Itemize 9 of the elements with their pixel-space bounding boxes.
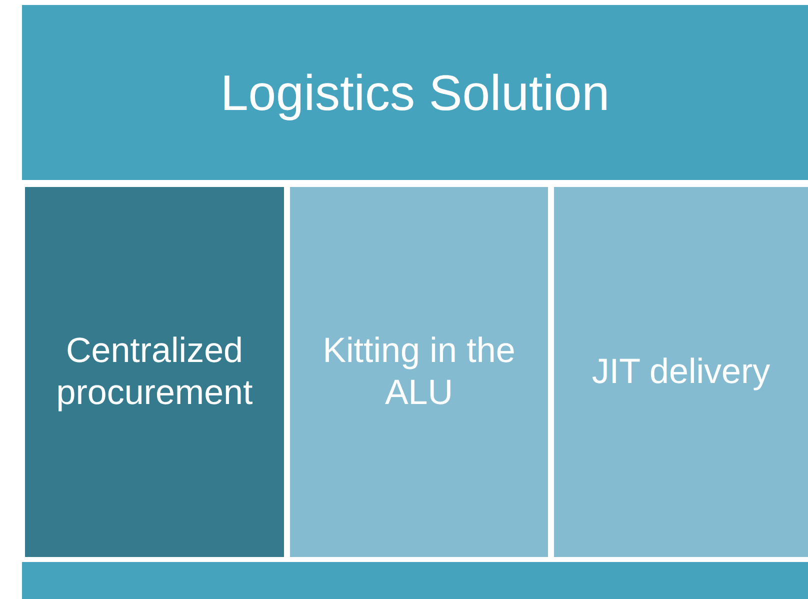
pillar-box [25, 187, 284, 557]
title-banner [22, 5, 808, 180]
banner-title: Logistics Solution [219, 64, 611, 122]
pillar-box [554, 187, 808, 557]
pillar-label: Centralized procurement [55, 330, 254, 414]
base-bar [22, 562, 808, 599]
pillar-label: Kitting in the ALU [322, 330, 516, 414]
pillar-label: JIT delivery [590, 351, 772, 393]
pillar-box [290, 187, 548, 557]
